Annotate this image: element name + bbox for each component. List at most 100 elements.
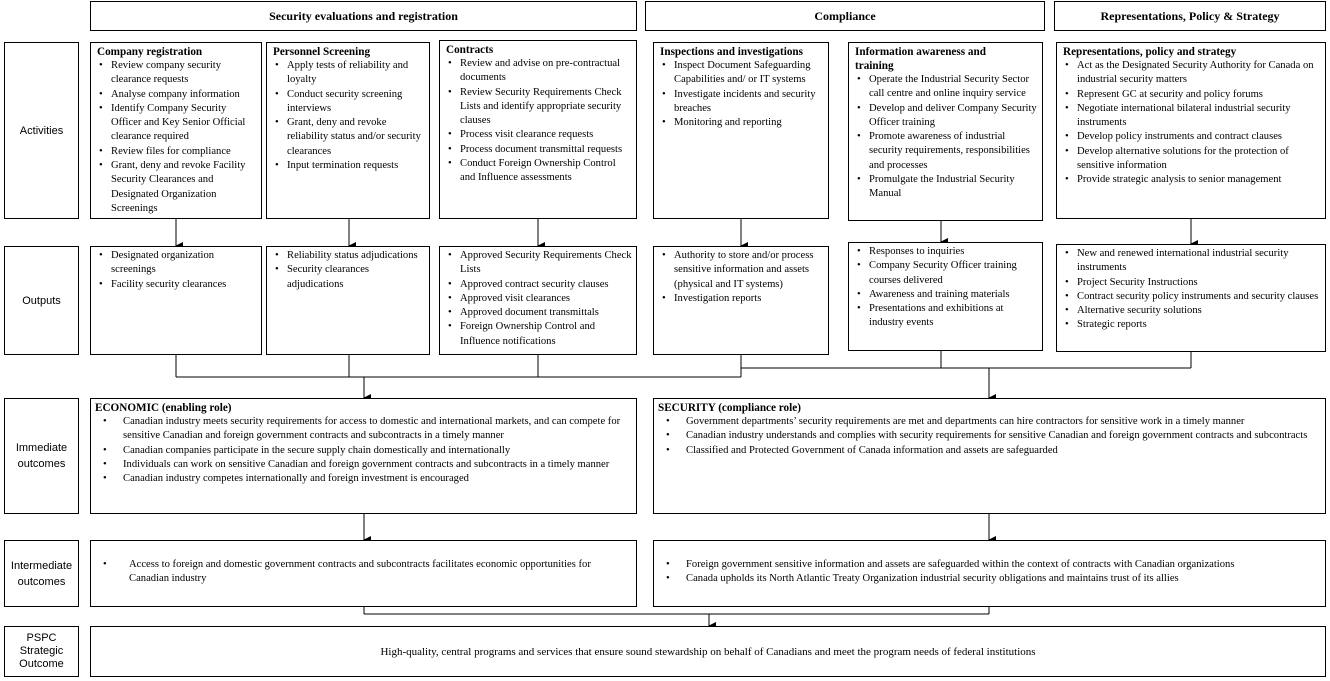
list-item: Grant, deny and revoke reliability statu… [275, 116, 425, 159]
list-item: Grant, deny and revoke Facility Security… [99, 159, 257, 216]
list-item: Represent GC at security and policy foru… [1065, 88, 1321, 103]
immediate-outcome-security: SECURITY (compliance role) Government de… [653, 398, 1326, 514]
list-item: Promulgate the Industrial Security Manua… [857, 173, 1038, 202]
list-item: Strategic reports [1065, 318, 1321, 333]
row-label-outputs: Outputs [4, 246, 79, 355]
list-item: Review and advise on pre-contractual doc… [448, 57, 632, 86]
row-label-text: Activities [19, 124, 64, 137]
list-item: Company Security Officer training course… [857, 259, 1038, 288]
list-item: Investigation reports [662, 292, 824, 307]
activity-title: Information awareness and training [855, 46, 986, 72]
strategic-outcome-text: High-quality, central programs and servi… [380, 645, 1036, 658]
activity-title: Contracts [446, 44, 494, 56]
list-item: Provide strategic analysis to senior man… [1065, 173, 1321, 188]
list-item: Monitoring and reporting [662, 116, 824, 131]
activity-title: Representations, policy and strategy [1063, 46, 1237, 58]
activity-title: Inspections and investigations [660, 46, 803, 58]
list-item: Contract security policy instruments and… [1065, 290, 1321, 305]
list-item: Presentations and exhibitions at industr… [857, 302, 1038, 331]
activity-inspections-investigations: Inspections and investigations Inspect D… [653, 42, 829, 219]
list-item: Review files for compliance [99, 145, 257, 160]
header-security-evaluations: Security evaluations and registration [90, 1, 637, 31]
activity-company-registration: Company registration Review company secu… [90, 42, 262, 219]
immediate-outcome-economic: ECONOMIC (enabling role) Canadian indust… [90, 398, 637, 514]
list-item: Access to foreign and domestic governmen… [103, 558, 632, 587]
list-item: Facility security clearances [99, 278, 257, 293]
list-item: Review Security Requirements Check Lists… [448, 86, 632, 129]
list-item: Canada upholds its North Atlantic Treaty… [666, 572, 1321, 587]
list-item: Project Security Instructions [1065, 276, 1321, 291]
list-item: Approved contract security clauses [448, 278, 632, 293]
list-item: Develop alternative solutions for the pr… [1065, 145, 1321, 174]
list-item: Canadian industry understands and compli… [666, 429, 1321, 444]
row-label-strategic-outcome: PSPC Strategic Outcome [4, 626, 79, 677]
strategic-outcome: High-quality, central programs and servi… [90, 626, 1326, 677]
list-item: Inspect Document Safeguarding Capabiliti… [662, 59, 824, 88]
list-item: Approved visit clearances [448, 292, 632, 307]
list-item: Apply tests of reliability and loyalty [275, 59, 425, 88]
list-item: Individuals can work on sensitive Canadi… [103, 458, 632, 473]
activity-personnel-screening: Personnel Screening Apply tests of relia… [266, 42, 430, 219]
list-item: Operate the Industrial Security Sector c… [857, 73, 1038, 102]
list-item: Act as the Designated Security Authority… [1065, 59, 1321, 88]
activity-information-awareness: Information awareness and training Opera… [848, 42, 1043, 221]
list-item: Approved Security Requirements Check Lis… [448, 249, 632, 278]
list-item: Canadian industry competes international… [103, 472, 632, 487]
list-item: Analyse company information [99, 88, 257, 103]
list-item: Government departments’ security require… [666, 415, 1321, 430]
list-item: Classified and Protected Government of C… [666, 444, 1321, 459]
list-item: Investigate incidents and security breac… [662, 88, 824, 117]
list-item: Develop and deliver Company Security Off… [857, 102, 1038, 131]
list-item: Designated organization screenings [99, 249, 257, 278]
list-item: Promote awareness of industrial security… [857, 130, 1038, 173]
activity-title: Personnel Screening [273, 46, 371, 58]
list-item: Foreign government sensitive information… [666, 558, 1321, 573]
header-label: Representations, Policy & Strategy [1100, 8, 1280, 23]
output-contracts: Approved Security Requirements Check Lis… [439, 246, 637, 355]
list-item: Awareness and training materials [857, 288, 1038, 303]
intermediate-outcome-economic: Access to foreign and domestic governmen… [90, 540, 637, 607]
row-label-immediate-outcomes: Immediate outcomes [4, 398, 79, 514]
row-label-text: Immediate outcomes [15, 442, 68, 470]
list-item: New and renewed international industrial… [1065, 247, 1321, 276]
header-label: Security evaluations and registration [269, 8, 458, 23]
list-item: Conduct security screening interviews [275, 88, 425, 117]
outcome-title: SECURITY (compliance role) [658, 402, 801, 414]
list-item: Authority to store and/or process sensit… [662, 249, 824, 292]
row-label-text: Intermediate outcomes [10, 559, 73, 588]
row-label-text: Outputs [22, 294, 61, 307]
activity-representations-policy: Representations, policy and strategy Act… [1056, 42, 1326, 219]
output-personnel-screening: Reliability status adjudications Securit… [266, 246, 430, 355]
output-company-registration: Designated organization screenings Facil… [90, 246, 262, 355]
list-item: Reliability status adjudications [275, 249, 425, 264]
list-item: Conduct Foreign Ownership Control and In… [448, 157, 632, 186]
list-item: Responses to inquiries [857, 245, 1038, 260]
intermediate-outcome-security: Foreign government sensitive information… [653, 540, 1326, 607]
list-item: Process document transmittal requests [448, 143, 632, 158]
list-item: Identify Company Security Officer and Ke… [99, 102, 257, 145]
header-label: Compliance [814, 8, 876, 23]
row-label-text: PSPC Strategic Outcome [19, 632, 64, 670]
list-item: Canadian companies participate in the se… [103, 444, 632, 459]
list-item: Approved document transmittals [448, 306, 632, 321]
list-item: Foreign Ownership Control and Influence … [448, 320, 632, 349]
list-item: Canadian industry meets security require… [103, 415, 632, 444]
list-item: Input termination requests [275, 159, 425, 174]
list-item: Process visit clearance requests [448, 128, 632, 143]
list-item: Alternative security solutions [1065, 304, 1321, 319]
list-item: Negotiate international bilateral indust… [1065, 102, 1321, 131]
row-label-activities: Activities [4, 42, 79, 219]
output-representations: New and renewed international industrial… [1056, 244, 1326, 352]
outcome-title: ECONOMIC (enabling role) [95, 402, 232, 414]
list-item: Review company security clearance reques… [99, 59, 257, 88]
activity-contracts: Contracts Review and advise on pre-contr… [439, 40, 637, 219]
row-label-intermediate-outcomes: Intermediate outcomes [4, 540, 79, 607]
list-item: Develop policy instruments and contract … [1065, 130, 1321, 145]
header-representations: Representations, Policy & Strategy [1054, 1, 1326, 31]
output-information-awareness: Responses to inquiries Company Security … [848, 242, 1043, 351]
activity-title: Company registration [97, 46, 203, 58]
list-item: Security clearances adjudications [275, 263, 425, 292]
header-compliance: Compliance [645, 1, 1045, 31]
output-inspections: Authority to store and/or process sensit… [653, 246, 829, 355]
